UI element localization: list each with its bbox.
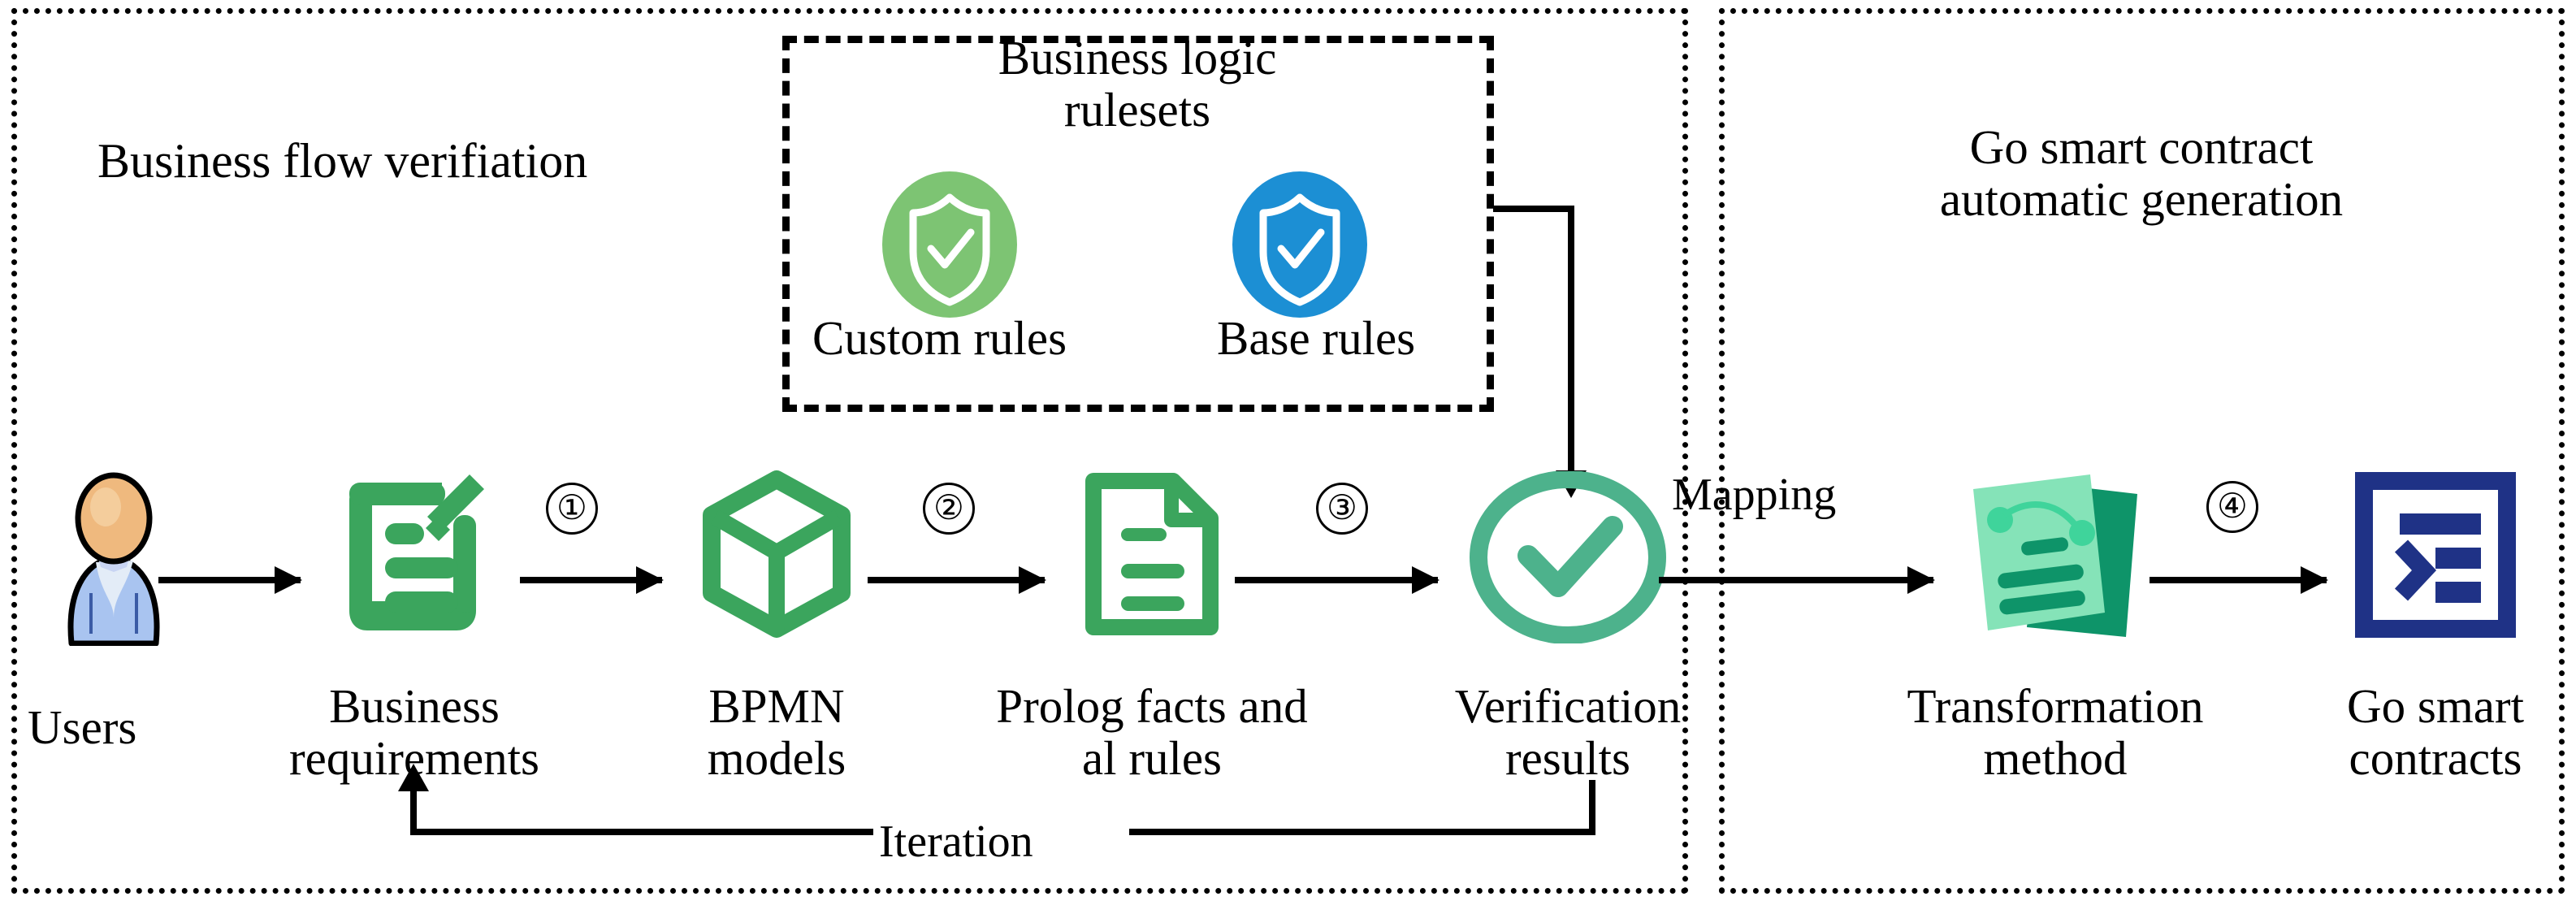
business-requirements-label: Business requirements (244, 679, 585, 784)
iteration-segment-down (1589, 780, 1595, 835)
arrow-prolog-to-verification (1235, 566, 1440, 594)
business-requirements-label-line1: Business (329, 679, 500, 733)
document-stack-icon (1946, 465, 2165, 648)
prolog-facts-rules-label-line2: al rules (1081, 730, 1223, 785)
check-circle-icon (1466, 471, 1669, 643)
custom-rules-shield-icon (880, 171, 1020, 318)
code-window-icon (2354, 471, 2517, 639)
go-smart-contracts-label-line1: Go smart (2347, 679, 2524, 733)
rulesets-title: Business logic rulesets (877, 32, 1397, 136)
go-smart-contracts-label: Go smart contracts (2273, 679, 2576, 785)
step-marker-3: ③ (1316, 483, 1368, 535)
user-person-icon (49, 471, 179, 646)
rulesets-title-line2: rulesets (1063, 82, 1211, 136)
mapping-edge-label: Mapping (1672, 470, 1837, 520)
base-rules-label: Base rules (1217, 311, 1416, 365)
arrow-bpmn-to-prolog (868, 566, 1046, 594)
users-label: Users (28, 700, 137, 754)
verification-results-label-line1: Verification (1454, 679, 1682, 733)
panel-right-title-line1: Go smart contract (1969, 120, 2314, 174)
panel-go-smart-contract-generation (1719, 8, 2565, 894)
document-pencil-icon (335, 468, 489, 639)
rulesets-title-line1: Business logic (998, 31, 1277, 84)
arrow-users-to-requirements (158, 566, 302, 594)
transformation-method-label-line2: method (1983, 730, 2128, 785)
cube-box-icon (695, 468, 858, 640)
custom-rules-label: Custom rules (812, 311, 1067, 365)
panel-left-title: Business flow verifiation (97, 134, 588, 188)
go-smart-contracts-label-line2: contracts (2349, 730, 2522, 785)
iteration-segment-left-right (1129, 829, 1592, 835)
iteration-arrow-up (398, 764, 429, 834)
rules-to-verification-segment-horizontal (1493, 206, 1574, 212)
panel-right-title: Go smart contract automatic generation (1833, 120, 2450, 226)
bpmn-models-label-line1: BPMN (708, 679, 845, 733)
arrow-verification-to-transformation (1659, 566, 1935, 594)
bpmn-models-label-line2: models (707, 730, 846, 785)
panel-business-flow-verification (11, 8, 1688, 894)
prolog-facts-rules-label: Prolog facts and al rules (924, 679, 1379, 785)
step-marker-1: ① (546, 483, 598, 535)
rules-to-verification-arrow (1556, 206, 1587, 498)
document-lines-icon (1074, 468, 1228, 640)
arrow-transformation-to-contracts (2150, 566, 2328, 594)
panel-right-title-line2: automatic generation (1939, 171, 2344, 226)
transformation-method-label-line1: Transformation (1907, 679, 2204, 733)
bpmn-models-label: BPMN models (622, 679, 931, 785)
iteration-edge-label: Iteration (879, 817, 1033, 867)
prolog-facts-rules-label-line1: Prolog facts and (996, 679, 1308, 733)
iteration-segment-left-left (410, 829, 873, 835)
verification-results-label-line2: results (1504, 730, 1631, 785)
step-marker-2: ② (923, 483, 975, 535)
verification-results-label: Verification results (1393, 679, 1743, 785)
business-logic-rulesets-box (782, 36, 1494, 412)
transformation-method-label: Transformation method (1844, 679, 2266, 785)
step-marker-4: ④ (2206, 481, 2258, 533)
base-rules-shield-icon (1230, 171, 1370, 318)
arrow-requirements-to-bpmn (520, 566, 664, 594)
